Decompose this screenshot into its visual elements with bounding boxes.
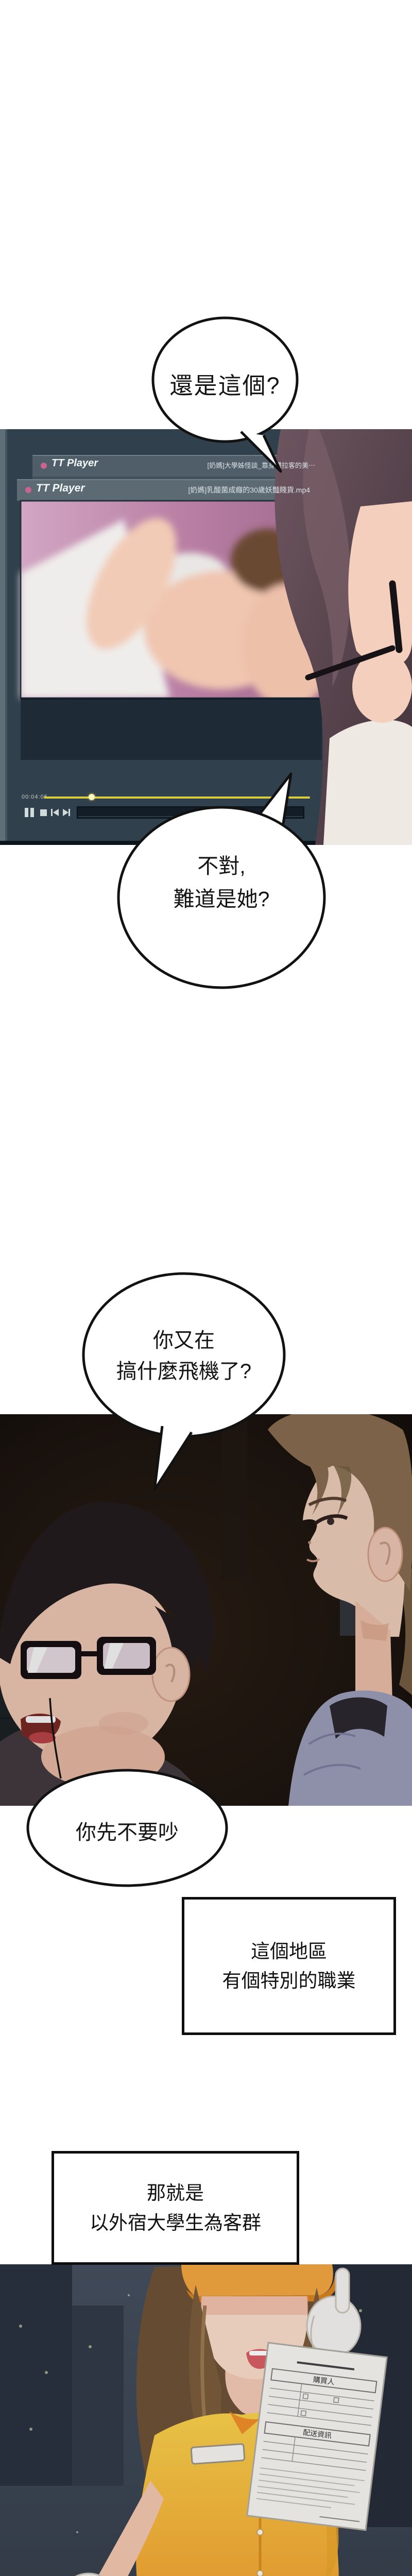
video-frame <box>20 500 335 707</box>
panel-video-player <box>0 429 412 845</box>
stop-icon <box>40 809 47 816</box>
bubble-line: 不對, <box>197 854 246 878</box>
name-tag <box>190 2443 246 2465</box>
bubble-text: 你先不要吵 <box>76 1821 179 1844</box>
bubble-line: 你又在 <box>153 1329 215 1352</box>
window-dot-icon <box>41 463 47 469</box>
prev-icon <box>51 809 59 816</box>
watcher-figure <box>274 429 412 845</box>
form-section2-label: 配送資訊 <box>302 2428 332 2440</box>
narration-text: 以外宿大學生為客群 <box>90 2212 261 2233</box>
eyebrow <box>308 1497 347 1506</box>
eye <box>314 1514 348 1525</box>
narration-box-2: 那就是 以外宿大學生為客群 <box>52 2151 299 2265</box>
narration-box-1: 這個地區 有個特別的職業 <box>182 1897 396 2035</box>
player-timestamp: 00:04:05 <box>22 794 48 800</box>
bubble-line: 搞什麼飛機了? <box>116 1360 252 1383</box>
narration-text: 那就是 <box>147 2182 204 2204</box>
glasses-icon <box>305 580 403 681</box>
bubble-line: 難道是她? <box>173 887 270 911</box>
progress-thumb <box>89 794 95 800</box>
back-window-title: TT Player <box>52 457 98 469</box>
yakult-lady: 購買人 配送資訊 <box>75 2264 388 2576</box>
bubble-text: 還是這個? <box>169 372 281 399</box>
narration-text: 有個特別的職業 <box>222 1970 356 1991</box>
back-window-filename: [奶媽]大學姊怪談_靠身體拉客的美⋯ <box>207 462 315 469</box>
panel-roommates <box>0 1414 412 1806</box>
visor-cap <box>181 2264 337 2302</box>
form-section1-label: 購買人 <box>313 2375 335 2386</box>
window-dot-icon <box>25 487 31 493</box>
subscription-form: 購買人 配送資訊 <box>246 2342 388 2531</box>
pause-icon <box>25 808 28 817</box>
bubble-text: 不對, 難道是她? <box>174 850 270 916</box>
front-window-filename: [奶媽]乳酸菌成癮的30歲妖豔賤貨.mp4 <box>188 486 310 494</box>
panel-yakult-lady: 購買人 配送資訊 <box>0 2264 412 2576</box>
roommate-profile-man <box>268 1414 412 1806</box>
next-icon <box>63 809 70 816</box>
gloved-hand <box>306 2267 362 2357</box>
glasses-icon <box>21 1637 156 1679</box>
bubble-text: 你又在 搞什麼飛機了? <box>116 1325 251 1387</box>
front-window-title: TT Player <box>36 482 85 494</box>
progress-bar <box>44 796 310 799</box>
narration-text: 這個地區 <box>251 1940 327 1962</box>
